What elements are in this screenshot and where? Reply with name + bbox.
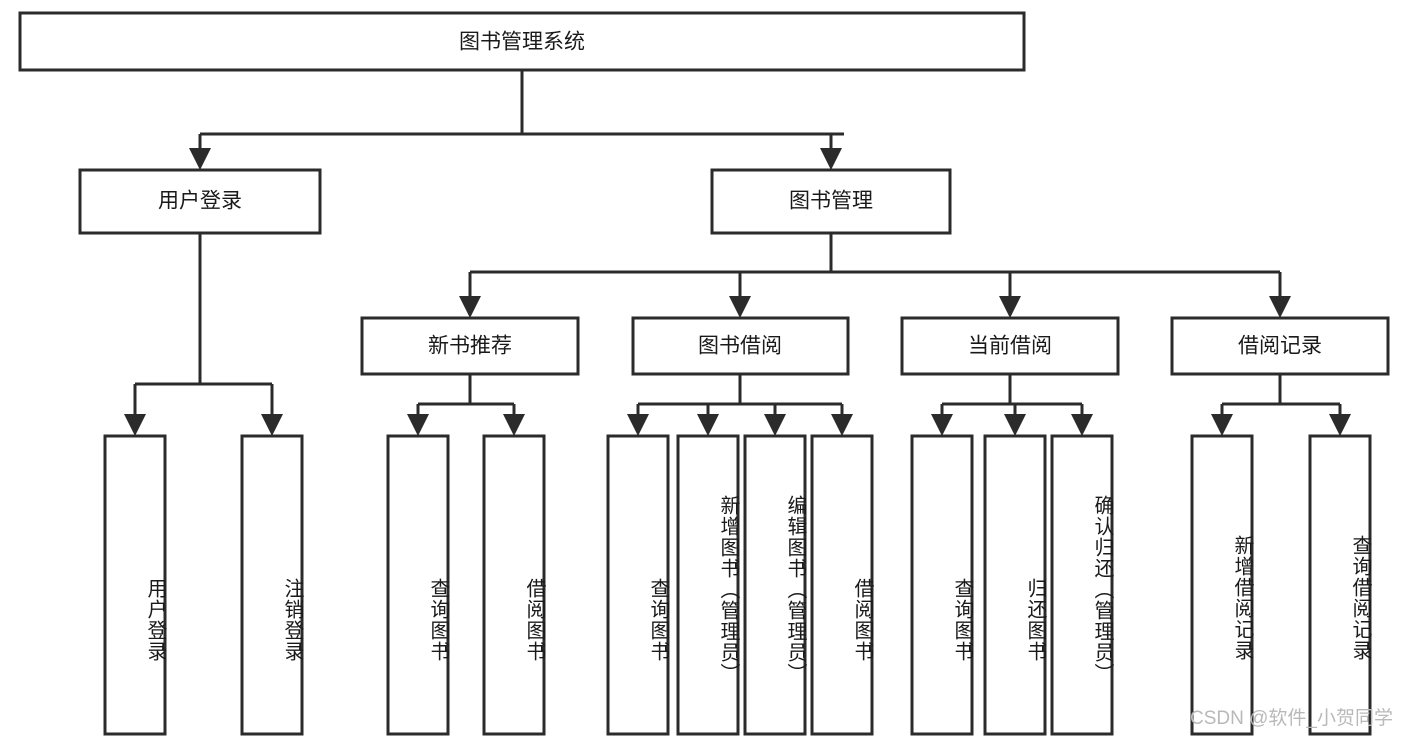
arrow-head-leaf-query-book-1: [407, 414, 429, 436]
connector-userlogin-to-leaves: [124, 233, 283, 436]
node-root-box[interactable]: [18, 11, 1026, 72]
leaf-label-return-book: 归还图书: [1024, 578, 1046, 662]
connector-borrowrecord-to-leaves: [1211, 374, 1351, 436]
node-current-borrow[interactable]: 当前借阅: [900, 316, 1120, 376]
node-root[interactable]: 图书管理系统: [18, 11, 1026, 72]
node-book-manage-box[interactable]: [710, 168, 952, 235]
leaf-label-user-login: 用户登录: [144, 578, 166, 662]
leaf-box-query-book-2[interactable]: [606, 434, 670, 736]
node-book-borrow-label: 图书借阅: [698, 335, 782, 358]
node-new-book-rec-label: 新书推荐: [428, 335, 512, 358]
node-new-book-rec[interactable]: 新书推荐: [360, 316, 580, 376]
arrow-head-leaf-add-record: [1211, 414, 1233, 436]
leaf-label-query-record: 查询借阅记录: [1349, 535, 1371, 661]
arrow-head-leaf-borrow-book-2: [831, 414, 853, 436]
connector-currentborrow-to-leaves: [931, 374, 1093, 436]
node-new-book-rec-box[interactable]: [360, 316, 580, 376]
node-book-borrow[interactable]: 图书借阅: [631, 316, 850, 376]
csdn-watermark: CSDN @软件_小贺同学: [1190, 708, 1393, 729]
leaf-box-query-book-3[interactable]: [910, 434, 974, 736]
arrow-head-book-manage: [820, 148, 842, 170]
arrow-head-leaf-add-book: [697, 414, 719, 436]
node-current-borrow-box[interactable]: [900, 316, 1120, 376]
leaf-label-borrow-book-2: 借阅图书: [851, 578, 873, 662]
leaf-box-query-book-1[interactable]: [386, 434, 450, 736]
node-book-manage[interactable]: 图书管理: [710, 168, 952, 235]
leaf-box-borrow-book-1[interactable]: [482, 434, 546, 736]
leaf-box-borrow-book-2[interactable]: [810, 434, 874, 736]
leaf-label-add-book: 新增图书（管理员）: [717, 494, 739, 684]
arrow-head-leaf-return-book: [1004, 414, 1026, 436]
node-root-label: 图书管理系统: [459, 31, 585, 54]
node-book-manage-label: 图书管理: [789, 190, 873, 213]
leaf-label-borrow-book-1: 借阅图书: [523, 578, 545, 662]
leaf-box-add-record[interactable]: [1190, 434, 1254, 736]
arrow-head-leaf-query-book-2: [627, 414, 649, 436]
connector-root-to-level2: [189, 70, 844, 170]
leaf-label-query-book-3: 查询图书: [951, 578, 973, 662]
arrow-head-leaf-user-login: [124, 414, 146, 436]
leaf-label-add-record: 新增借阅记录: [1231, 535, 1253, 661]
leaf-box-return-book[interactable]: [983, 434, 1047, 736]
arrow-head-book-borrow: [729, 296, 751, 318]
node-borrow-record[interactable]: 借阅记录: [1170, 316, 1390, 376]
arrow-head-new-book-rec: [459, 296, 481, 318]
leaf-label-query-book-1: 查询图书: [427, 578, 449, 662]
node-borrow-record-label: 借阅记录: [1238, 335, 1322, 358]
connector-bookborrow-to-leaves: [627, 374, 853, 436]
node-current-borrow-label: 当前借阅: [968, 335, 1052, 358]
arrow-head-current-borrow: [999, 296, 1021, 318]
connector-newbookrec-to-leaves: [407, 374, 525, 436]
connector-bookmanage-to-level3: [459, 233, 1291, 318]
arrow-head-leaf-edit-book: [764, 414, 786, 436]
leaf-label-user-logout: 注销登录: [281, 578, 303, 662]
leaf-node-boxes: [103, 434, 1372, 736]
arrow-head-leaf-confirm-return: [1071, 414, 1093, 436]
leaf-label-query-book-2: 查询图书: [647, 578, 669, 662]
arrow-head-leaf-borrow-book-1: [503, 414, 525, 436]
arrow-head-user-login: [189, 148, 211, 170]
node-user-login[interactable]: 用户登录: [78, 168, 322, 235]
leaf-box-user-logout[interactable]: [240, 434, 304, 736]
leaf-box-confirm-return[interactable]: [1050, 434, 1114, 736]
node-user-login-box[interactable]: [78, 168, 322, 235]
arrow-head-leaf-user-logout: [261, 414, 283, 436]
arrow-head-leaf-query-record: [1329, 414, 1351, 436]
arrow-head-borrow-record: [1269, 296, 1291, 318]
arrow-head-leaf-query-book-3: [931, 414, 953, 436]
leaf-label-edit-book: 编辑图书（管理员）: [784, 494, 806, 684]
node-book-borrow-box[interactable]: [631, 316, 850, 376]
leaf-box-query-record[interactable]: [1308, 434, 1372, 736]
node-borrow-record-box[interactable]: [1170, 316, 1390, 376]
leaf-box-add-book[interactable]: [676, 434, 740, 736]
leaf-box-user-login[interactable]: [103, 434, 167, 736]
leaf-box-edit-book[interactable]: [743, 434, 807, 736]
node-user-login-label: 用户登录: [158, 190, 242, 213]
leaf-label-confirm-return: 确认归还（管理员）: [1091, 494, 1113, 684]
